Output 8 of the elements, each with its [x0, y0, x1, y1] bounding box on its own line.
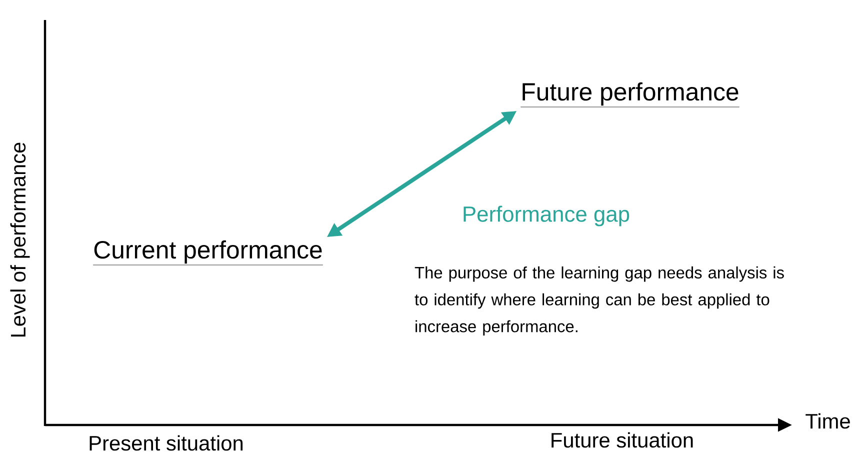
axis-title: Time	[806, 413, 850, 429]
axis-title: Level of performance	[10, 142, 30, 337]
axis-caption: Future situation	[552, 432, 693, 448]
underlined-label: Future performance	[520, 82, 740, 108]
note-text: The purpose of the learning gap needs analysis is to identify where learning can be best applied to increase performance.	[414, 266, 784, 336]
axis-caption: Present situation	[90, 435, 243, 451]
edge-label: Performance gap	[464, 206, 630, 226]
underlined-label: Current performance	[92, 240, 324, 266]
